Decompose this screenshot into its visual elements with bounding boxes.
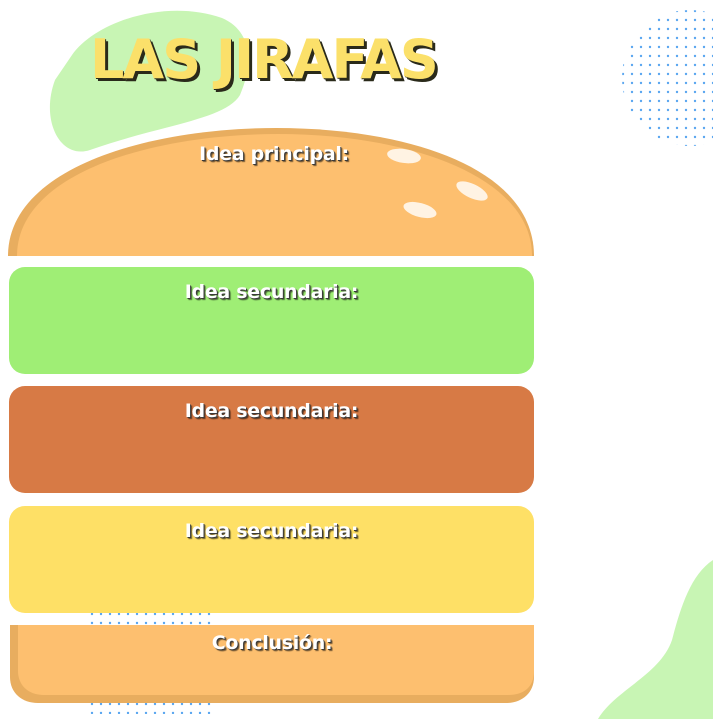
cheese-layer: Idea secundaria: [9, 506, 534, 613]
green-blob-top [49, 10, 249, 152]
conclusion-label-wrap: Conclusión: [0, 632, 544, 654]
bun-top [8, 128, 534, 256]
main-idea-label-wrap: Idea principal: [0, 143, 548, 165]
lettuce-layer: Idea secundaria: [9, 267, 534, 374]
secondary-idea-1-label: Idea secundaria: [184, 281, 359, 303]
patty-layer: Idea secundaria: [9, 386, 534, 493]
bun-bottom [10, 625, 534, 703]
dot-pattern-top-right [622, 10, 713, 146]
secondary-idea-2-label: Idea secundaria: [184, 400, 359, 422]
secondary-idea-3-label: Idea secundaria: [184, 520, 359, 542]
sesame-seed [403, 201, 437, 219]
main-idea-label: Idea principal: [199, 143, 349, 165]
page-title: LAS JIRAFAS [90, 28, 439, 91]
sesame-seed [387, 148, 421, 164]
conclusion-label: Conclusión: [211, 632, 333, 654]
green-blob-bottom [598, 560, 713, 719]
sesame-seed [456, 181, 488, 201]
